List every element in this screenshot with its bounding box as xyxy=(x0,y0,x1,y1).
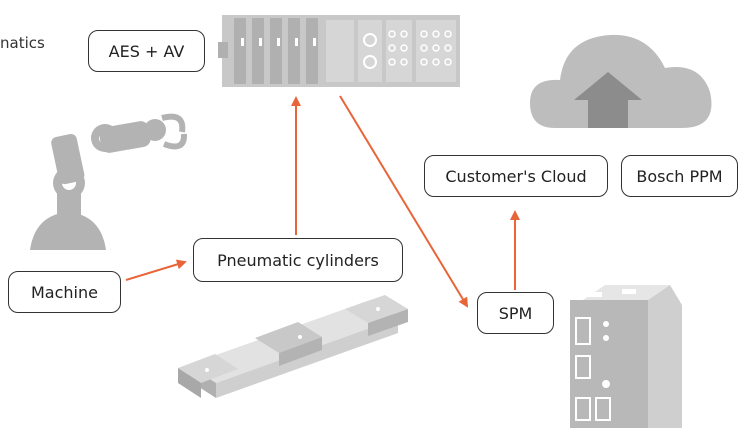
arrow-machine-to-cylinders xyxy=(125,259,187,281)
controller-module-icon xyxy=(570,285,682,428)
robot-arm-icon xyxy=(30,113,188,250)
valve-terminal-icon xyxy=(218,15,460,87)
pneumatic-cylinder-icon xyxy=(178,295,408,398)
node-bosch-ppm: Bosch PPM xyxy=(621,155,738,197)
cloud-upload-icon xyxy=(530,34,712,128)
node-aes-av: AES + AV xyxy=(88,30,205,72)
node-pneumatic-cylinders: Pneumatic cylinders xyxy=(193,238,403,282)
node-spm: SPM xyxy=(477,292,554,334)
node-customers-cloud: Customer's Cloud xyxy=(424,155,608,197)
node-machine: Machine xyxy=(8,271,121,313)
arrow-valve-terminal-to-spm xyxy=(339,95,469,308)
corner-caption-fragment: natics xyxy=(0,34,45,52)
